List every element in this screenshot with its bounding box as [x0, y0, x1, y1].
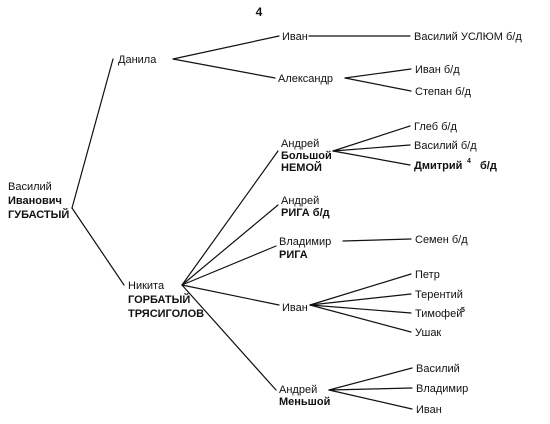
tree-branch-line	[309, 304, 412, 314]
person-name-label: Василий	[8, 181, 52, 193]
tree-branch-line	[332, 150, 411, 166]
person-name-label: Владимир	[416, 383, 468, 395]
tree-branch-line	[181, 284, 280, 306]
person-name-label: Андрей	[279, 384, 317, 396]
tree-branch-line	[332, 125, 411, 152]
person-name-label: ТРЯСИГОЛОВ	[128, 308, 204, 320]
person-name-label: Иван	[282, 302, 308, 314]
person-name-label: Василий б/д	[414, 140, 477, 152]
tree-branch-line	[344, 68, 412, 79]
person-name-label: Иван б/д	[415, 64, 460, 76]
tree-edges	[71, 35, 413, 410]
person-name-label: Василий	[416, 363, 460, 375]
person-name-label: Тимофей	[415, 308, 462, 320]
footnote-marker: 5	[461, 307, 465, 314]
person-name-label: НЕМОЙ	[281, 161, 322, 174]
tree-branch-line	[342, 238, 412, 242]
tree-branch-line	[328, 367, 413, 391]
person-name-label: Глеб б/д	[414, 121, 457, 133]
tree-branch-line	[332, 144, 411, 152]
person-name-label: РИГА	[279, 249, 308, 261]
person-name-label: Василий УСЛЮМ б/д	[414, 31, 522, 43]
person-name-label: Андрей	[281, 195, 319, 207]
person-name-label: ГОРБАТЫЙ	[128, 293, 190, 306]
person-name-label: Ушак	[415, 327, 441, 339]
tree-branch-line	[71, 207, 125, 286]
person-name-label: Никита	[128, 280, 165, 292]
tree-branch-line	[309, 293, 412, 306]
tree-branch-line	[328, 387, 413, 391]
person-name-label: Дмитрий	[414, 160, 462, 172]
person-name-label: Меньшой	[279, 396, 330, 408]
person-name-label: Петр	[415, 269, 440, 281]
tree-branch-line	[181, 150, 279, 286]
tree-branch-line	[181, 245, 277, 286]
person-name-label: Семен б/д	[415, 234, 468, 246]
person-name-label: Большой	[281, 150, 332, 162]
person-status-label: б/д	[480, 160, 497, 172]
tree-branch-line	[172, 58, 276, 79]
person-name-label: РИГА б/д	[281, 207, 330, 219]
person-name-label: Владимир	[279, 236, 331, 248]
person-surname-label: ГУБАСТЫЙ	[8, 208, 69, 221]
person-name-label: Иван	[282, 31, 308, 43]
person-name-label: Терентий	[415, 289, 463, 301]
person-name-label: Степан б/д	[415, 86, 472, 98]
person-name-label: Данила	[118, 54, 157, 66]
tree-branch-line	[181, 204, 279, 286]
person-name-label: Иван	[416, 404, 442, 416]
tree-branch-line	[344, 77, 412, 92]
person-name-label: Андрей	[281, 138, 319, 150]
tree-branch-line	[309, 304, 412, 333]
tree-branch-line	[328, 389, 413, 410]
person-name-label: Иванович	[8, 195, 62, 207]
tree-branch-line	[309, 273, 412, 306]
tree-branch-line	[172, 35, 280, 60]
page-number: 4	[256, 5, 263, 19]
person-name-label: Александр	[278, 73, 333, 85]
tree-branch-line	[181, 284, 277, 391]
tree-branch-line	[71, 58, 114, 209]
footnote-marker: 4	[467, 158, 471, 165]
